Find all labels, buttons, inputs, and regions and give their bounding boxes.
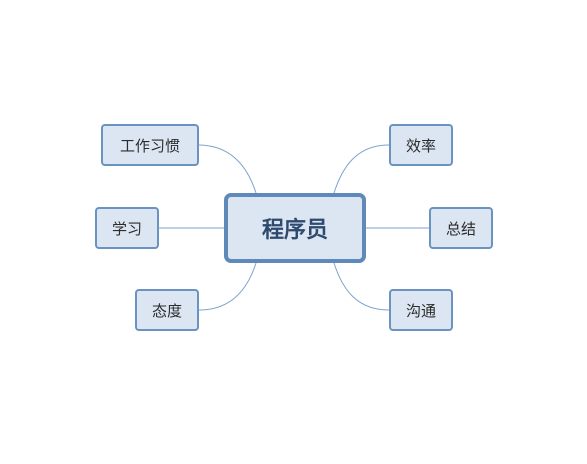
branch-label: 学习 <box>111 219 142 238</box>
branch-label: 态度 <box>151 301 182 320</box>
link-top-left <box>197 144 257 194</box>
branch-node-attitude[interactable]: 态度 <box>135 289 199 331</box>
branch-label: 总结 <box>445 219 476 238</box>
branch-label: 沟通 <box>405 301 436 320</box>
link-top-right <box>333 144 390 194</box>
branch-label: 效率 <box>405 136 436 155</box>
branch-node-work-habits[interactable]: 工作习惯 <box>101 124 199 166</box>
center-node[interactable]: 程序员 <box>224 193 366 263</box>
branch-node-summary[interactable]: 总结 <box>429 207 493 249</box>
link-bottom-left <box>198 262 257 311</box>
center-node-label: 程序员 <box>261 218 328 243</box>
branch-node-communication[interactable]: 沟通 <box>389 289 453 331</box>
branch-label: 工作习惯 <box>119 136 180 155</box>
branch-node-study[interactable]: 学习 <box>95 207 159 249</box>
branch-node-efficiency[interactable]: 效率 <box>389 124 453 166</box>
link-bottom-right <box>333 262 390 311</box>
